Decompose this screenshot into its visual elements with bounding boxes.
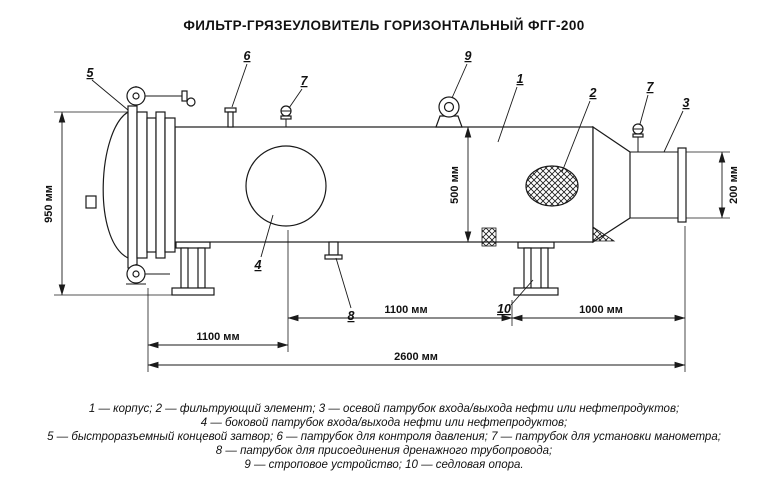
legend: 1 — корпус; 2 — фильтрующий элемент; 3 —… [47, 403, 721, 471]
dished-head [102, 110, 129, 259]
legend-line-5: 9 — строповое устройство; 10 — седловая … [244, 459, 523, 471]
side-nozzle [245, 145, 327, 227]
dim-label-950: 950 мм [43, 185, 55, 223]
saddle-support-left [171, 241, 215, 296]
dim-label-500: 500 мм [449, 166, 461, 204]
callout-1: 1 [517, 72, 524, 86]
dim-label-200: 200 мм [728, 166, 740, 204]
pressure-control-nozzle [224, 107, 237, 128]
drawing-title: ФИЛЬТР-ГРЯЗЕУЛОВИТЕЛЬ ГОРИЗОНТАЛЬНЫЙ ФГГ… [183, 18, 584, 33]
lifting-lug [435, 96, 463, 128]
callout-7-right: 7 [647, 80, 655, 94]
dimension-1100-mid: 1100 мм [287, 304, 513, 322]
dimension-950: 950 мм [43, 111, 172, 296]
dimension-500: 500 мм [449, 126, 472, 243]
dim-label-1100b: 1100 мм [384, 304, 427, 316]
callout-10: 10 [497, 302, 511, 316]
vessel-shell [85, 110, 594, 259]
dimension-1100-left: 1100 мм [147, 331, 289, 349]
dim-label-1000: 1000 мм [579, 304, 623, 316]
callout-5: 5 [87, 66, 95, 80]
dimension-2600: 2600 мм [147, 351, 686, 369]
callout-9: 9 [465, 49, 472, 63]
filter-element [525, 165, 579, 207]
legend-line-2: 4 — боковой патрубок входа/выхода нефти … [201, 417, 568, 429]
head-stub [85, 195, 97, 209]
callout-2: 2 [589, 86, 597, 100]
manometer-nozzle-left [280, 105, 292, 127]
callout-numbers: 5 6 7 9 1 2 7 3 4 8 10 [87, 49, 690, 323]
dimension-extensions [147, 226, 686, 372]
callout-3: 3 [683, 96, 690, 110]
drain-nozzle [324, 241, 343, 260]
dim-label-1100a: 1100 мм [196, 331, 239, 343]
callout-6: 6 [244, 49, 252, 63]
saddle-support-right [513, 241, 559, 296]
callout-leaders [91, 63, 684, 309]
closure-hinge-bottom [126, 264, 170, 285]
legend-line-1: 1 — корпус; 2 — фильтрующий элемент; 3 —… [89, 403, 679, 415]
dim-label-2600: 2600 мм [394, 351, 438, 363]
callout-8: 8 [348, 309, 355, 323]
legend-line-4: 8 — патрубок для присоединения дренажног… [216, 445, 552, 457]
internal-bracket [481, 227, 497, 247]
dimension-1000: 1000 мм [511, 304, 686, 322]
quick-release-closure [126, 86, 196, 285]
axial-nozzle-flange [677, 147, 687, 223]
closure-hinge-top [126, 86, 196, 107]
callout-7-left: 7 [301, 74, 309, 88]
legend-line-3: 5 — быстроразъемный концевой затвор; 6 —… [47, 431, 721, 443]
manometer-nozzle-right [632, 123, 644, 152]
dimension-200: 200 мм [686, 151, 740, 219]
callout-4: 4 [254, 258, 262, 272]
cone-and-axial-nozzle [592, 125, 687, 244]
